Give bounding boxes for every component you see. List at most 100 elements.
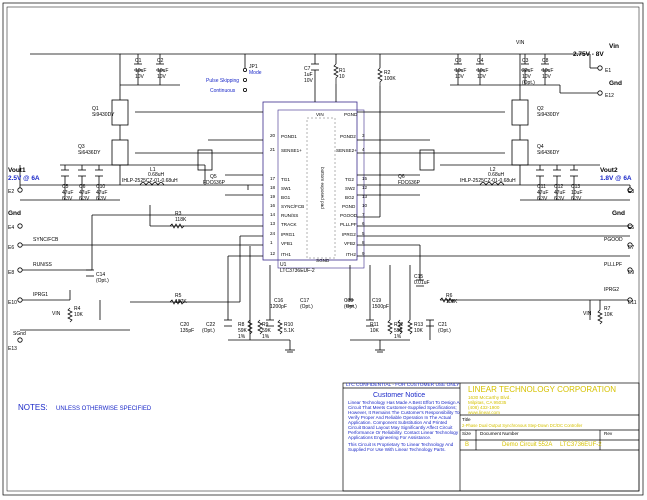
customer-notice-body: Linear Technology Has Made A Best Effort… <box>348 400 461 452</box>
pin-sense1: SENSE1+ <box>281 148 302 153</box>
c18-value: (Opt.) <box>344 304 357 310</box>
c7-value: 1uF <box>304 72 313 78</box>
q2-ref: Q2 <box>537 106 544 112</box>
r12-value: 59K <box>394 328 404 334</box>
c7-rating: 10V <box>304 78 314 84</box>
c16-value: 1200pF <box>270 304 287 310</box>
ic-top-pin-vin: VIN <box>316 112 324 117</box>
c14-ref: C14 <box>96 272 105 278</box>
c11-value: 47uF <box>537 190 548 196</box>
vout2-label: Vout2 <box>600 167 618 174</box>
vout1-pin: E2 <box>8 189 14 195</box>
vin-right-label: VIN <box>583 311 592 317</box>
ic-exposed-pad-label: bottom exposed pad <box>320 167 325 209</box>
syncfcb-pin: E6 <box>8 245 14 251</box>
c10-value: 47uF <box>96 190 107 196</box>
pin-pgood: PGOOD <box>340 213 358 218</box>
pgood-label: PGOOD <box>604 237 623 243</box>
pin-num-17: 17 <box>270 176 276 181</box>
mode-pulse-label: Pulse Skipping <box>206 78 239 84</box>
terminal-symbols <box>17 65 633 343</box>
document-part: LTC3736EUF-2 <box>560 442 602 448</box>
q2-part: Si9430DY <box>537 112 560 118</box>
size-value: B <box>465 442 469 448</box>
pin-bg1: BG1 <box>281 195 291 200</box>
jumper-jp1 <box>242 54 247 93</box>
c22-value: (Opt.) <box>202 328 215 334</box>
sheet-inner-border <box>6 6 640 492</box>
vout1-value: 2.5V @ 6A <box>8 175 40 182</box>
r7-ref: R7 <box>604 306 611 312</box>
vout1-label: Vout1 <box>8 167 26 174</box>
q4-ref: Q4 <box>537 144 544 150</box>
r3-value: 118K <box>175 217 187 223</box>
r1-value: 10 <box>339 74 345 80</box>
ic-top-pin-pgnd: PGND <box>344 112 358 117</box>
l1-ref: L1 <box>150 167 156 173</box>
notes-title: NOTES: <box>18 403 48 412</box>
company-address-1: 1630 McCarthy Blvd. <box>468 395 511 400</box>
q5-part: FDC636P <box>203 180 226 186</box>
pin-vfb2: VFB2 <box>344 241 356 246</box>
l2-part: IHLP-2525CZ-01-0.68uH <box>460 178 516 184</box>
notice-line-2: Circuit That Meets Customer-Supplied Spe… <box>348 405 457 410</box>
c9-value: 10uF <box>455 68 466 74</box>
pin-num-16: 16 <box>270 203 276 208</box>
c13-ref: C13 <box>571 184 580 190</box>
r7-value: 10K <box>604 312 614 318</box>
company-name: LINEAR TECHNOLOGY CORPORATION <box>468 385 616 394</box>
c16-ref: C16 <box>274 298 283 304</box>
pin-sense2: SENSE2+ <box>336 148 357 153</box>
c1-rating: 10V <box>135 74 145 80</box>
r5-value: 187K <box>175 299 187 305</box>
notice-line-4: Verify Proper And Reliable Operation In … <box>348 415 451 420</box>
docnum-label: Document Number <box>480 431 519 436</box>
r11-value: 10K <box>370 328 380 334</box>
r2-ref: R2 <box>384 70 391 76</box>
plllpf-pin: E9 <box>628 270 634 276</box>
r13-ref: R13 <box>414 322 423 328</box>
mosfet-symbols <box>111 99 529 171</box>
c10-ref: C10 <box>96 184 105 190</box>
vin-left-label: VIN <box>52 311 61 317</box>
r8-value: 59K <box>238 328 248 334</box>
r9-value: 59K <box>262 328 272 334</box>
pin-iprg1: IPRG1 <box>281 232 295 237</box>
r9-tol: 1% <box>262 334 270 340</box>
c20-ref: C20 <box>180 322 189 328</box>
c12-ref: C12 <box>554 184 563 190</box>
pin-ith2: ITH2 <box>346 252 356 257</box>
vout2-pin: E3 <box>628 189 634 195</box>
pin-num-7: 7 <box>362 212 365 217</box>
pin-sw1: SW1 <box>281 186 291 191</box>
plllpf-label: PLLLPF <box>604 262 622 268</box>
r10-ref: R10 <box>284 322 293 328</box>
r13-value: 10K <box>414 328 424 334</box>
l1-value: 0.68uH <box>148 172 165 178</box>
mode-cont-label: Continuous <box>210 88 236 94</box>
iprg2-pin: E11 <box>628 300 637 306</box>
c6-value: 47uF <box>79 190 90 196</box>
vin-label: Vin <box>609 43 619 50</box>
q3-part: Si6436DY <box>78 150 101 156</box>
demo-circuit-subtitle: Demo Circuit 552A <box>502 442 552 448</box>
gnd-right-pin: E5 <box>628 225 634 231</box>
customer-notice-title: Customer Notice <box>373 392 425 399</box>
pin-num-8: 8 <box>362 240 365 245</box>
c11-ref: C11 <box>537 184 546 190</box>
ic-ref: U1 <box>280 262 287 268</box>
l1-part: IHLP-2525CZ-01-0.68uH <box>122 178 178 184</box>
gnd-top-pin: E12 <box>605 93 614 99</box>
pin-num-1: 1 <box>270 240 273 245</box>
c21-ref: C21 <box>438 322 447 328</box>
c9-ref: C9 <box>455 58 462 64</box>
pin-num-19: 19 <box>270 194 276 199</box>
pin-num-9: 9 <box>362 251 365 256</box>
notice-line-3: However, It Remains The Customer's Respo… <box>348 410 460 415</box>
c1-ref: C1 <box>135 58 142 64</box>
r12-ref: R12 <box>394 322 403 328</box>
c8-rating: 10V <box>542 74 552 80</box>
c3-value: 22uF <box>522 68 533 74</box>
